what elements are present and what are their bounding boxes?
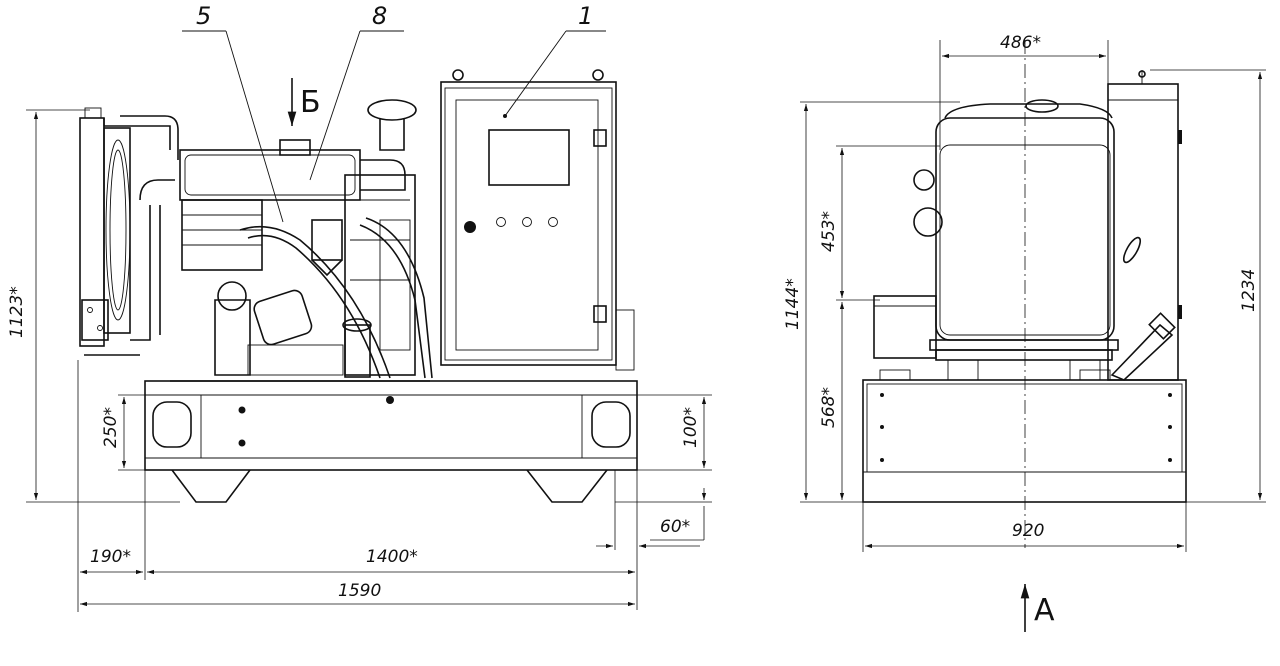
frame-foot-right [526, 469, 608, 503]
side-view: 486* 1144* 453* 568* 1234 920 А [783, 33, 1266, 632]
dim-190: 190* [90, 547, 131, 567]
front-view: 5 8 1 Б [7, 2, 712, 612]
dim-1400: 1400* [366, 547, 418, 567]
dim-568: 568* [819, 387, 839, 428]
radiator [79, 107, 179, 356]
callout-8: 8 [372, 2, 387, 30]
frame-foot-left [171, 469, 251, 503]
side-base [862, 379, 1187, 503]
dim-486: 486* [1000, 33, 1041, 53]
side-dimensions [800, 40, 1266, 552]
view-a-label: А [1034, 593, 1055, 628]
dim-100: 100* [681, 407, 701, 448]
dim-1234: 1234 [1239, 269, 1259, 312]
engine [170, 99, 433, 382]
view-b-label: Б [300, 85, 321, 120]
dim-453: 453* [819, 211, 839, 252]
dim-1123: 1123* [7, 286, 27, 338]
callout-leaders [182, 30, 606, 223]
side-cabinet [1107, 83, 1179, 381]
control-cabinet [440, 69, 635, 371]
base-frame [144, 380, 638, 471]
callout-1: 1 [578, 2, 593, 30]
callout-5: 5 [196, 2, 211, 30]
control-display [488, 129, 570, 186]
dim-250: 250* [101, 407, 121, 448]
frame-slot-right [591, 401, 631, 448]
frame-slot-left [152, 401, 192, 448]
front-dimensions [26, 109, 712, 612]
dim-60: 60* [660, 517, 690, 537]
dim-1144: 1144* [783, 278, 803, 330]
dim-1590: 1590 [338, 581, 381, 601]
dim-920: 920 [1012, 521, 1044, 541]
